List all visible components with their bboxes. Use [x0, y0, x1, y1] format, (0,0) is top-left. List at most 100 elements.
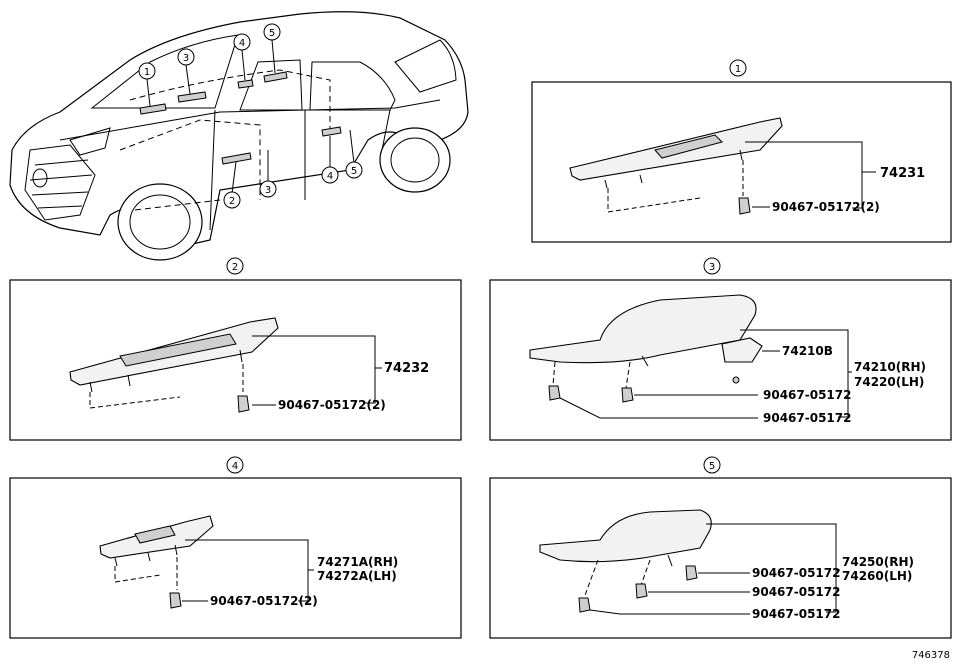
clip-section-5a	[685, 565, 698, 581]
vehicle-callout-5: 5	[263, 23, 281, 41]
vehicle-callout-3: 3	[177, 48, 195, 66]
section-5-hidden-lines	[583, 559, 651, 599]
svg-text:1: 1	[144, 67, 150, 78]
vehicle-side-window-front	[239, 59, 303, 111]
part-number-clip-5b: 90467-05172	[752, 585, 840, 599]
section-4-leaders	[182, 539, 314, 602]
switch-bezel-74271A-buttons	[134, 525, 176, 544]
section-1-leaders	[745, 141, 876, 209]
part-number-74210B: 74210B	[782, 344, 833, 358]
part-number-74272A-lh: 74272A(LH)	[317, 569, 397, 583]
part-number-74210-rh: 74210(RH)	[854, 360, 926, 374]
section-2: 2 74232 90467-05172(2)	[9, 257, 462, 441]
svg-text:4: 4	[327, 171, 333, 182]
section-1: 1 74231 90467-05172(2)	[531, 59, 952, 243]
switch-bezel-74271A-clips	[114, 544, 178, 567]
vehicle-interior-hidden-lines	[119, 69, 331, 211]
part-number-74232: 74232	[384, 361, 429, 376]
section-5-header: 5	[703, 456, 721, 474]
vehicle-side-window-rear	[309, 61, 396, 111]
svg-text:1: 1	[735, 64, 741, 75]
section-5-frame	[489, 477, 952, 639]
section-4-hidden-lines	[114, 557, 178, 590]
svg-text:3: 3	[265, 185, 271, 196]
vehicle-beltline	[59, 99, 441, 141]
svg-text:2: 2	[232, 262, 238, 273]
section-4-header: 4	[226, 456, 244, 474]
svg-text:5: 5	[709, 461, 715, 472]
clip-section-1	[738, 197, 751, 215]
section-4: 4 74271A(RH) 74272A(LH) 90467-05172(2)	[9, 456, 462, 639]
svg-text:5: 5	[269, 28, 275, 39]
svg-text:3: 3	[183, 53, 189, 64]
clip-section-3b	[621, 387, 634, 403]
switch-bezel-74232-clips	[89, 349, 243, 393]
svg-text:4: 4	[239, 38, 245, 49]
clip-section-2	[237, 395, 250, 413]
part-number-74220-lh: 74220(LH)	[854, 375, 924, 389]
section-1-frame	[531, 81, 952, 243]
section-3-frame	[489, 279, 952, 441]
vehicle-switch-3	[177, 91, 207, 103]
vehicle-emblem	[32, 168, 48, 188]
part-number-clip-5c: 90467-05172	[752, 607, 840, 621]
section-3-header: 3	[703, 257, 721, 275]
vehicle-callout-1: 1	[138, 62, 156, 80]
vehicle-callout-3b: 3	[259, 180, 277, 198]
part-number-74271A-rh: 74271A(RH)	[317, 555, 398, 569]
vehicle-switch-4	[237, 79, 254, 89]
section-3-hidden-lines	[552, 361, 631, 389]
section-5-leaders	[589, 523, 840, 615]
part-number-74250-rh: 74250(RH)	[842, 555, 914, 569]
section-2-frame	[9, 279, 462, 441]
bracket-74210B	[721, 337, 763, 363]
part-number-clip-3a: 90467-05172	[763, 388, 851, 402]
svg-text:5: 5	[351, 166, 357, 177]
vehicle-callout-4b: 4	[321, 166, 339, 184]
svg-text:3: 3	[709, 262, 715, 273]
vehicle-switch-5	[263, 71, 288, 83]
vehicle-callout-leaders	[146, 39, 355, 194]
vehicle-grille	[24, 144, 96, 221]
vehicle-rear-wheel	[379, 127, 451, 193]
vehicle-callout-5b: 5	[345, 161, 363, 179]
vehicle-front-wheel-rim	[129, 194, 191, 250]
clip-section-5c	[578, 597, 591, 613]
screw-section-3	[732, 376, 740, 384]
clip-section-3a	[548, 385, 561, 401]
switch-bezel-74231-buttons	[654, 134, 723, 159]
vehicle-rear-window	[394, 39, 457, 93]
figure-number: 746378	[912, 650, 950, 661]
armrest-74250	[539, 509, 712, 563]
armrest-clip-3	[641, 355, 649, 367]
svg-text:2: 2	[229, 196, 235, 207]
vehicle-rear-wheel-rim	[390, 137, 440, 183]
part-number-clip-3b: 90467-05172	[763, 411, 851, 425]
section-3-leaders	[559, 329, 852, 419]
clip-section-5b	[635, 583, 648, 599]
vehicle-callout-2: 2	[223, 191, 241, 209]
part-number-74231: 74231	[880, 166, 925, 181]
clip-section-4	[169, 592, 182, 609]
armrest-74210	[529, 294, 757, 364]
vehicle-switch-1	[139, 103, 167, 115]
vehicle-overview: 1 3 4 5 2 3 4 5	[9, 11, 469, 261]
vehicle-headlight	[69, 127, 111, 156]
vehicle-switch-2b	[321, 126, 342, 137]
part-number-clip-2: 90467-05172(2)	[278, 398, 386, 412]
section-2-hidden-lines	[89, 364, 244, 409]
section-1-header: 1	[729, 59, 747, 77]
section-4-frame	[9, 477, 462, 639]
part-number-clip-4: 90467-05172(2)	[210, 594, 318, 608]
section-3: 3 74210B 74210(RH) 74220(LH) 90467-05172…	[489, 257, 952, 441]
armrest-clip-5	[667, 554, 673, 567]
part-number-clip-1: 90467-05172(2)	[772, 200, 880, 214]
vehicle-grille-mesh	[29, 159, 93, 209]
part-number-clip-5a: 90467-05172	[752, 566, 840, 580]
section-2-header: 2	[226, 257, 244, 275]
section-5: 5 74250(RH) 74260(LH) 90467-05172 90467-…	[489, 456, 952, 639]
section-2-leaders	[252, 335, 382, 406]
switch-bezel-74231-clips	[604, 149, 743, 189]
vehicle-switch-2	[221, 152, 252, 165]
